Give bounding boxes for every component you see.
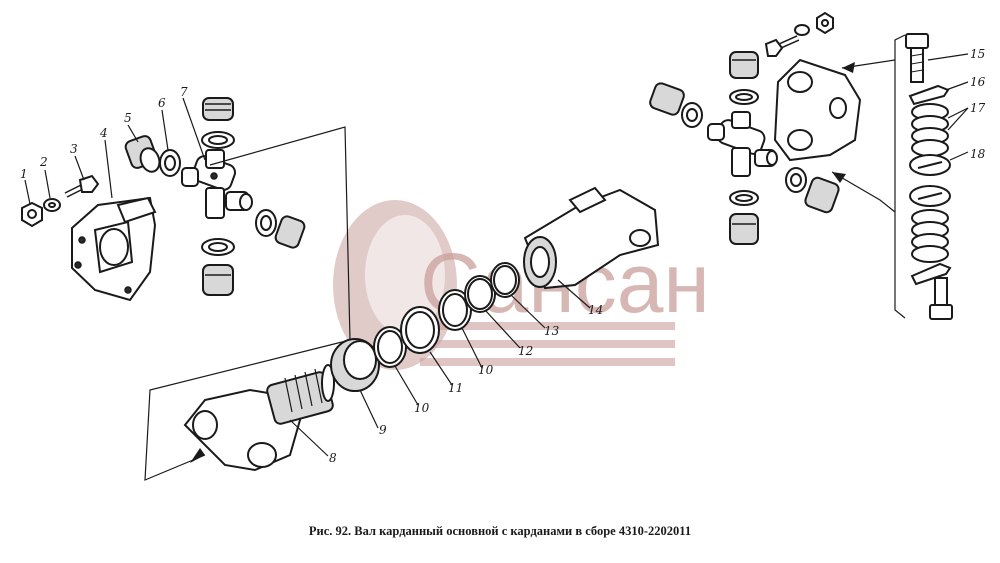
part-10-ring-b	[438, 289, 472, 331]
part-14-tube-yoke	[523, 186, 660, 290]
callout-11: 11	[448, 381, 463, 395]
part-13-ring	[490, 262, 520, 298]
part-9-splined-nut	[330, 338, 380, 392]
lower-leader	[831, 171, 896, 213]
upper-arrowhead	[842, 62, 855, 73]
callout-18: 18	[970, 147, 986, 161]
callout-8: 8	[329, 451, 337, 465]
part-4-flange	[71, 196, 157, 302]
lower-stack	[909, 185, 953, 320]
part-3-bolt	[64, 174, 100, 198]
callout-4: 4	[99, 126, 108, 140]
callout-10-b: 10	[478, 363, 494, 377]
callout-2: 2	[39, 155, 48, 169]
right-bolt	[764, 35, 800, 57]
leader-lines	[24, 53, 969, 457]
callout-1: 1	[20, 167, 28, 181]
spider-right-cup	[255, 209, 306, 249]
watermark-bar-1	[420, 322, 675, 330]
callout-9: 9	[379, 423, 387, 437]
top-nut-hole	[821, 19, 829, 27]
watermark-eagle-inner	[365, 215, 445, 335]
callout-7: 7	[180, 85, 188, 99]
right-spider	[707, 111, 778, 177]
part-8-slip-yoke	[183, 364, 335, 472]
left-grouping-bracket	[144, 126, 351, 481]
callout-labels: 1 2 3 4 5 6 7 8 9 10 11 10 12 13 14 15 1…	[20, 47, 986, 465]
spider-top-cup	[201, 97, 235, 149]
right-bottom-cup	[729, 190, 759, 245]
lower-arrowhead	[832, 172, 846, 183]
callout-5: 5	[124, 111, 132, 125]
part-2-washer-hole	[48, 202, 56, 208]
watermark-bar-3	[420, 358, 675, 366]
part-5-bearing-cup	[124, 135, 161, 173]
part-18-shim	[909, 154, 951, 176]
spider-bottom-cup	[201, 238, 235, 296]
right-flange-yoke	[773, 58, 862, 162]
callout-3: 3	[70, 142, 78, 156]
part-16-lock-plate	[908, 84, 950, 106]
callout-12: 12	[518, 344, 533, 358]
right-left-cup	[649, 82, 703, 128]
callout-10-a: 10	[414, 401, 430, 415]
callout-6: 6	[158, 96, 166, 110]
right-bracket	[894, 34, 906, 319]
part-11-seal	[400, 306, 440, 354]
callout-13: 13	[544, 324, 560, 338]
part-15-bolt	[905, 33, 929, 83]
right-right-cup	[785, 167, 840, 214]
part-10-ring-a	[373, 326, 407, 368]
watermark-bar-2	[420, 340, 675, 348]
callout-15: 15	[970, 47, 985, 61]
right-top-cup	[729, 51, 759, 105]
bracket-arrowhead	[190, 448, 205, 463]
right-grouping	[831, 34, 906, 319]
part-1-nut-hole	[27, 209, 37, 219]
part-17-plates	[911, 103, 949, 157]
part-7-spider	[181, 149, 253, 219]
right-assembly	[649, 11, 862, 245]
left-assembly	[21, 97, 306, 302]
top-washer	[794, 24, 810, 36]
part-12-ring	[464, 275, 496, 313]
part-6-seal	[159, 149, 181, 177]
callout-16: 16	[970, 75, 986, 89]
callout-17: 17	[970, 101, 986, 115]
callout-14: 14	[588, 303, 603, 317]
figure-caption: Рис. 92. Вал карданный основной с кардан…	[308, 524, 692, 538]
